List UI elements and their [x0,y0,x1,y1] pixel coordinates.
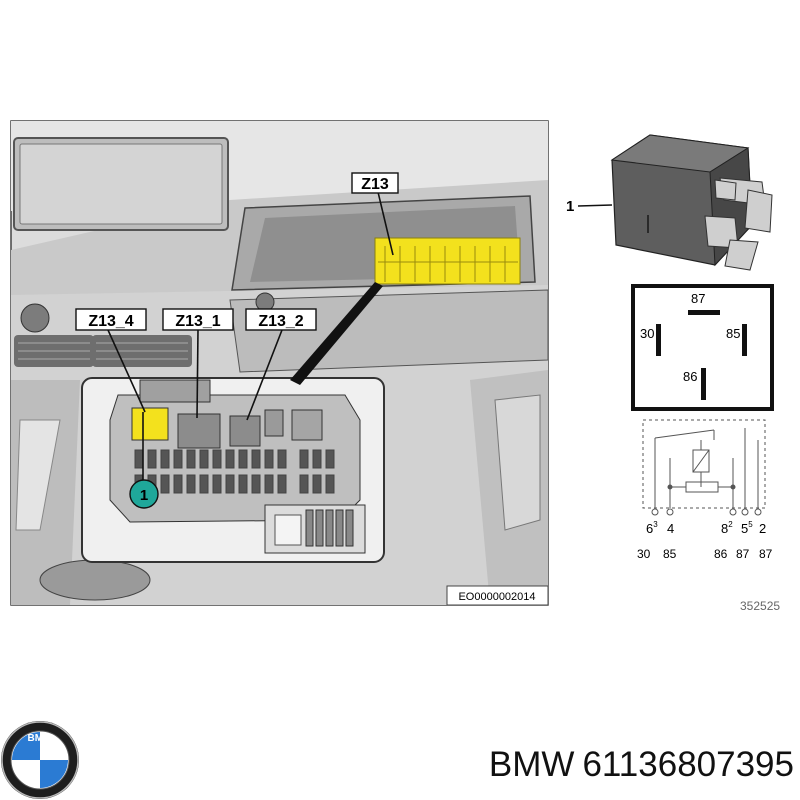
callout-z13-1-label: Z13_1 [175,313,220,330]
schematic-pin-label: 87 [759,547,773,561]
terminal-label: 63 [646,520,658,536]
callout-z13-2: Z13_2 [245,308,317,331]
air-vents [14,335,192,367]
callout-z13-4: Z13_4 [75,308,147,331]
callout-z13-1: Z13_1 [162,308,234,331]
relay-pin-view: 87 30 85 86 [631,284,774,411]
marker-1: 1 [129,479,159,509]
schematic-pin-label: 86 [714,547,728,561]
callout-z13-4-label: Z13_4 [88,313,133,330]
fuse-box-zoom-inset [81,377,385,563]
relay-illustration: 1 [566,134,773,271]
terminal-label: 2 [759,521,766,536]
bmw-logo: BMW [1,721,79,799]
callout-z13-2-label: Z13_2 [258,313,303,330]
schematic-pin-labels: 30 85 86 87 87 [637,547,773,561]
drawing-code: 352525 [740,599,780,613]
callout-z13: Z13 [351,172,399,194]
terminal-label: 55 [741,520,753,536]
figure-code: EO0000002014 [458,591,535,603]
display-screen [13,137,229,231]
figure-code-box: EO0000002014 [446,585,549,606]
schematic-pin-label: 85 [663,547,677,561]
brand-name: BMW [488,745,575,784]
relay-schematic [642,419,766,516]
pin-86-label: 86 [683,369,697,384]
schematic-pin-label: 30 [637,547,651,561]
relay-part-callout: 1 [566,198,574,215]
terminal-label: 4 [667,521,674,536]
marker-1-label: 1 [140,487,148,504]
pin-87-label: 87 [691,291,705,306]
schematic-terminal-labels: 63 4 82 55 2 [646,520,766,536]
pin-30-label: 30 [640,326,654,341]
terminal-label: 82 [721,520,733,536]
glovebox-fuse-box [374,237,521,285]
schematic-pin-label: 87 [736,547,750,561]
pin-85-label: 85 [726,326,740,341]
bmw-logo-text: BMW [28,733,54,744]
dashboard-illustration: Z13 Z13_4 Z13_1 Z13_2 1 EO0000002014 [10,120,549,606]
part-number: 61136807395 [582,745,794,784]
callout-z13-label: Z13 [361,176,389,193]
